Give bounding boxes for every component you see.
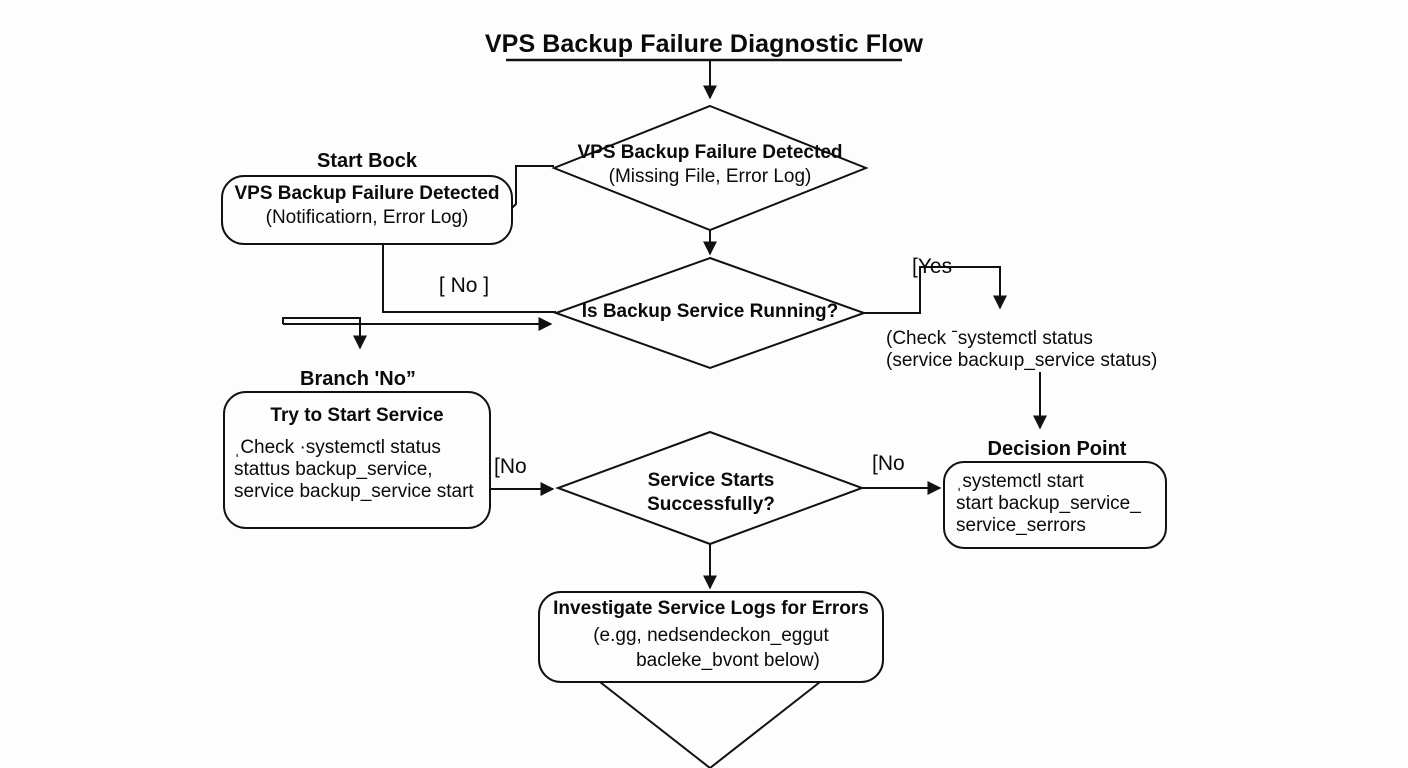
service-starts-diamond-line2: Successfully? (647, 494, 775, 515)
investigate-box-line2: (e.gg, nedsendeckon_eggut (593, 625, 829, 646)
try-start-box-line4: service backup_service start (234, 481, 474, 502)
edge-label-no-right: [No (872, 452, 905, 475)
edge-label-no-top: [ No ] (438, 274, 490, 297)
try-start-box-line2: ˌCheck ·systemctl status (234, 437, 441, 458)
shape-service-running-diamond (553, 256, 867, 370)
shape-errors-box (943, 461, 1167, 549)
top-diamond-title: VPS Backup Failure Detected (577, 142, 843, 163)
errors-box-line1: ˌsystemctl start (956, 471, 1084, 492)
edge-start-box-down-to-running-diamond (382, 244, 556, 313)
edge-running-diamond-no-to-branch (282, 317, 367, 350)
service-starts-diamond-line1: Service Starts (647, 470, 775, 491)
edge-label-no-mid: [No (494, 455, 527, 478)
group-label-branch-no: Branch 'No” (300, 368, 416, 390)
page-title: VPS Backup Failure Diagnostic Flow (484, 30, 924, 58)
group-label-start-block: Start Bock (316, 150, 418, 172)
top-diamond-subtitle: (Missing File, Error Log) (608, 166, 812, 187)
shape-start-box (221, 175, 513, 245)
start-box-subtitle: (Notificatiorn, Error Log) (265, 207, 469, 228)
investigate-box-line3: bacleke_bvont below) (636, 650, 820, 671)
errors-box-line2: start backup_service_ (956, 493, 1141, 514)
yes-detail-line2: (service backuıp_service status) (886, 350, 1158, 371)
group-label-decision-point: Decision Point (987, 438, 1127, 460)
edge-label-yes-right: [Yes (912, 255, 953, 278)
shape-investigate-box (538, 591, 884, 683)
edge-running-diamond-yes (864, 266, 1007, 314)
errors-box-line3: service_serrors (956, 515, 1086, 536)
shape-try-start-box (223, 391, 491, 529)
investigate-box-title: Investigate Service Logs for Errors (553, 598, 869, 619)
try-start-box-line3: stattus backup_service, (234, 459, 433, 480)
edge-start-box-to-top-diamond (511, 165, 554, 209)
start-box-title: VPS Backup Failure Detected (234, 183, 500, 204)
shape-bottom-diamond-partial (599, 681, 821, 768)
try-start-box-title: Try to Start Service (270, 405, 444, 426)
yes-detail-line1: (Check ˉsystemctl status (886, 328, 1093, 349)
service-running-diamond-title: Is Backup Service Running? (581, 301, 839, 322)
